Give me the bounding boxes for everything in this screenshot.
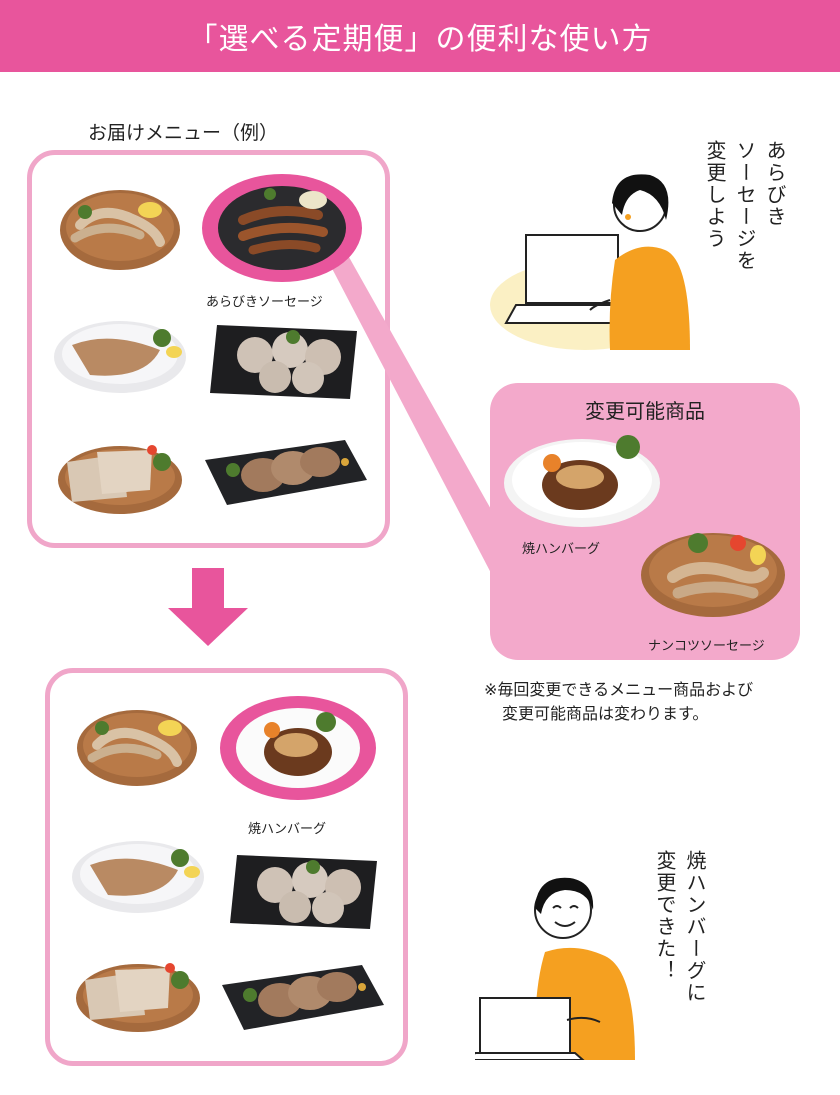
food-roast-pork-plate bbox=[205, 440, 367, 505]
food-sausage-plate bbox=[60, 190, 180, 270]
product-label-hamburg: 焼ハンバーグ bbox=[522, 542, 601, 557]
product-nankotsu-sausage-image bbox=[641, 533, 785, 617]
speech-bottom-line-2: 変更できた！ bbox=[653, 850, 677, 982]
changeable-products-panel: 変更可能商品 bbox=[490, 383, 800, 660]
food-hamburg-highlight bbox=[220, 696, 376, 800]
food-shumai-plate-after bbox=[230, 855, 377, 929]
food-terrine-plate-after bbox=[76, 963, 200, 1032]
down-arrow-icon bbox=[168, 568, 248, 646]
speech-top-line-3: 変更しよう bbox=[703, 140, 727, 250]
speech-top-line-2: ソーセージを bbox=[733, 140, 757, 272]
person-thinking-illustration bbox=[490, 174, 690, 350]
page-title: 「選べる定期便」の便利な使い方 bbox=[187, 22, 653, 57]
food-pork-plate bbox=[54, 321, 186, 393]
availability-note: ※毎回変更できるメニュー商品および 変更可能商品は変わります。 bbox=[484, 678, 753, 726]
menu-caption: お届けメニュー（例） bbox=[88, 122, 279, 144]
product-hamburg-image bbox=[504, 435, 660, 527]
availability-note-line-2: 変更可能商品は変わります。 bbox=[502, 704, 709, 723]
page-title-banner: 「選べる定期便」の便利な使い方 bbox=[0, 0, 840, 72]
food-pork-plate-after bbox=[72, 841, 204, 913]
highlight-label-after: 焼ハンバーグ bbox=[248, 822, 327, 837]
food-arabiki-highlight bbox=[202, 174, 362, 282]
food-shumai-plate bbox=[210, 325, 357, 399]
speech-top: あらびき ソーセージを 変更しよう bbox=[700, 140, 790, 320]
food-terrine-plate bbox=[58, 445, 182, 514]
food-roast-pork-plate-after bbox=[222, 965, 384, 1030]
availability-note-line-1: ※毎回変更できるメニュー商品および bbox=[484, 680, 754, 699]
highlight-label-before: あらびきソーセージ bbox=[206, 295, 323, 310]
product-label-nankotsu-sausage: ナンコツソーセージ bbox=[648, 639, 765, 654]
changeable-products-title: 変更可能商品 bbox=[585, 399, 705, 423]
person-happy-illustration bbox=[475, 877, 635, 1060]
speech-top-line-1: あらびき bbox=[763, 140, 787, 228]
speech-bottom-line-1: 焼ハンバーグに bbox=[683, 850, 707, 1004]
food-sausage-plate-after bbox=[77, 710, 197, 786]
speech-bottom: 焼ハンバーグに 変更できた！ bbox=[650, 850, 710, 1050]
